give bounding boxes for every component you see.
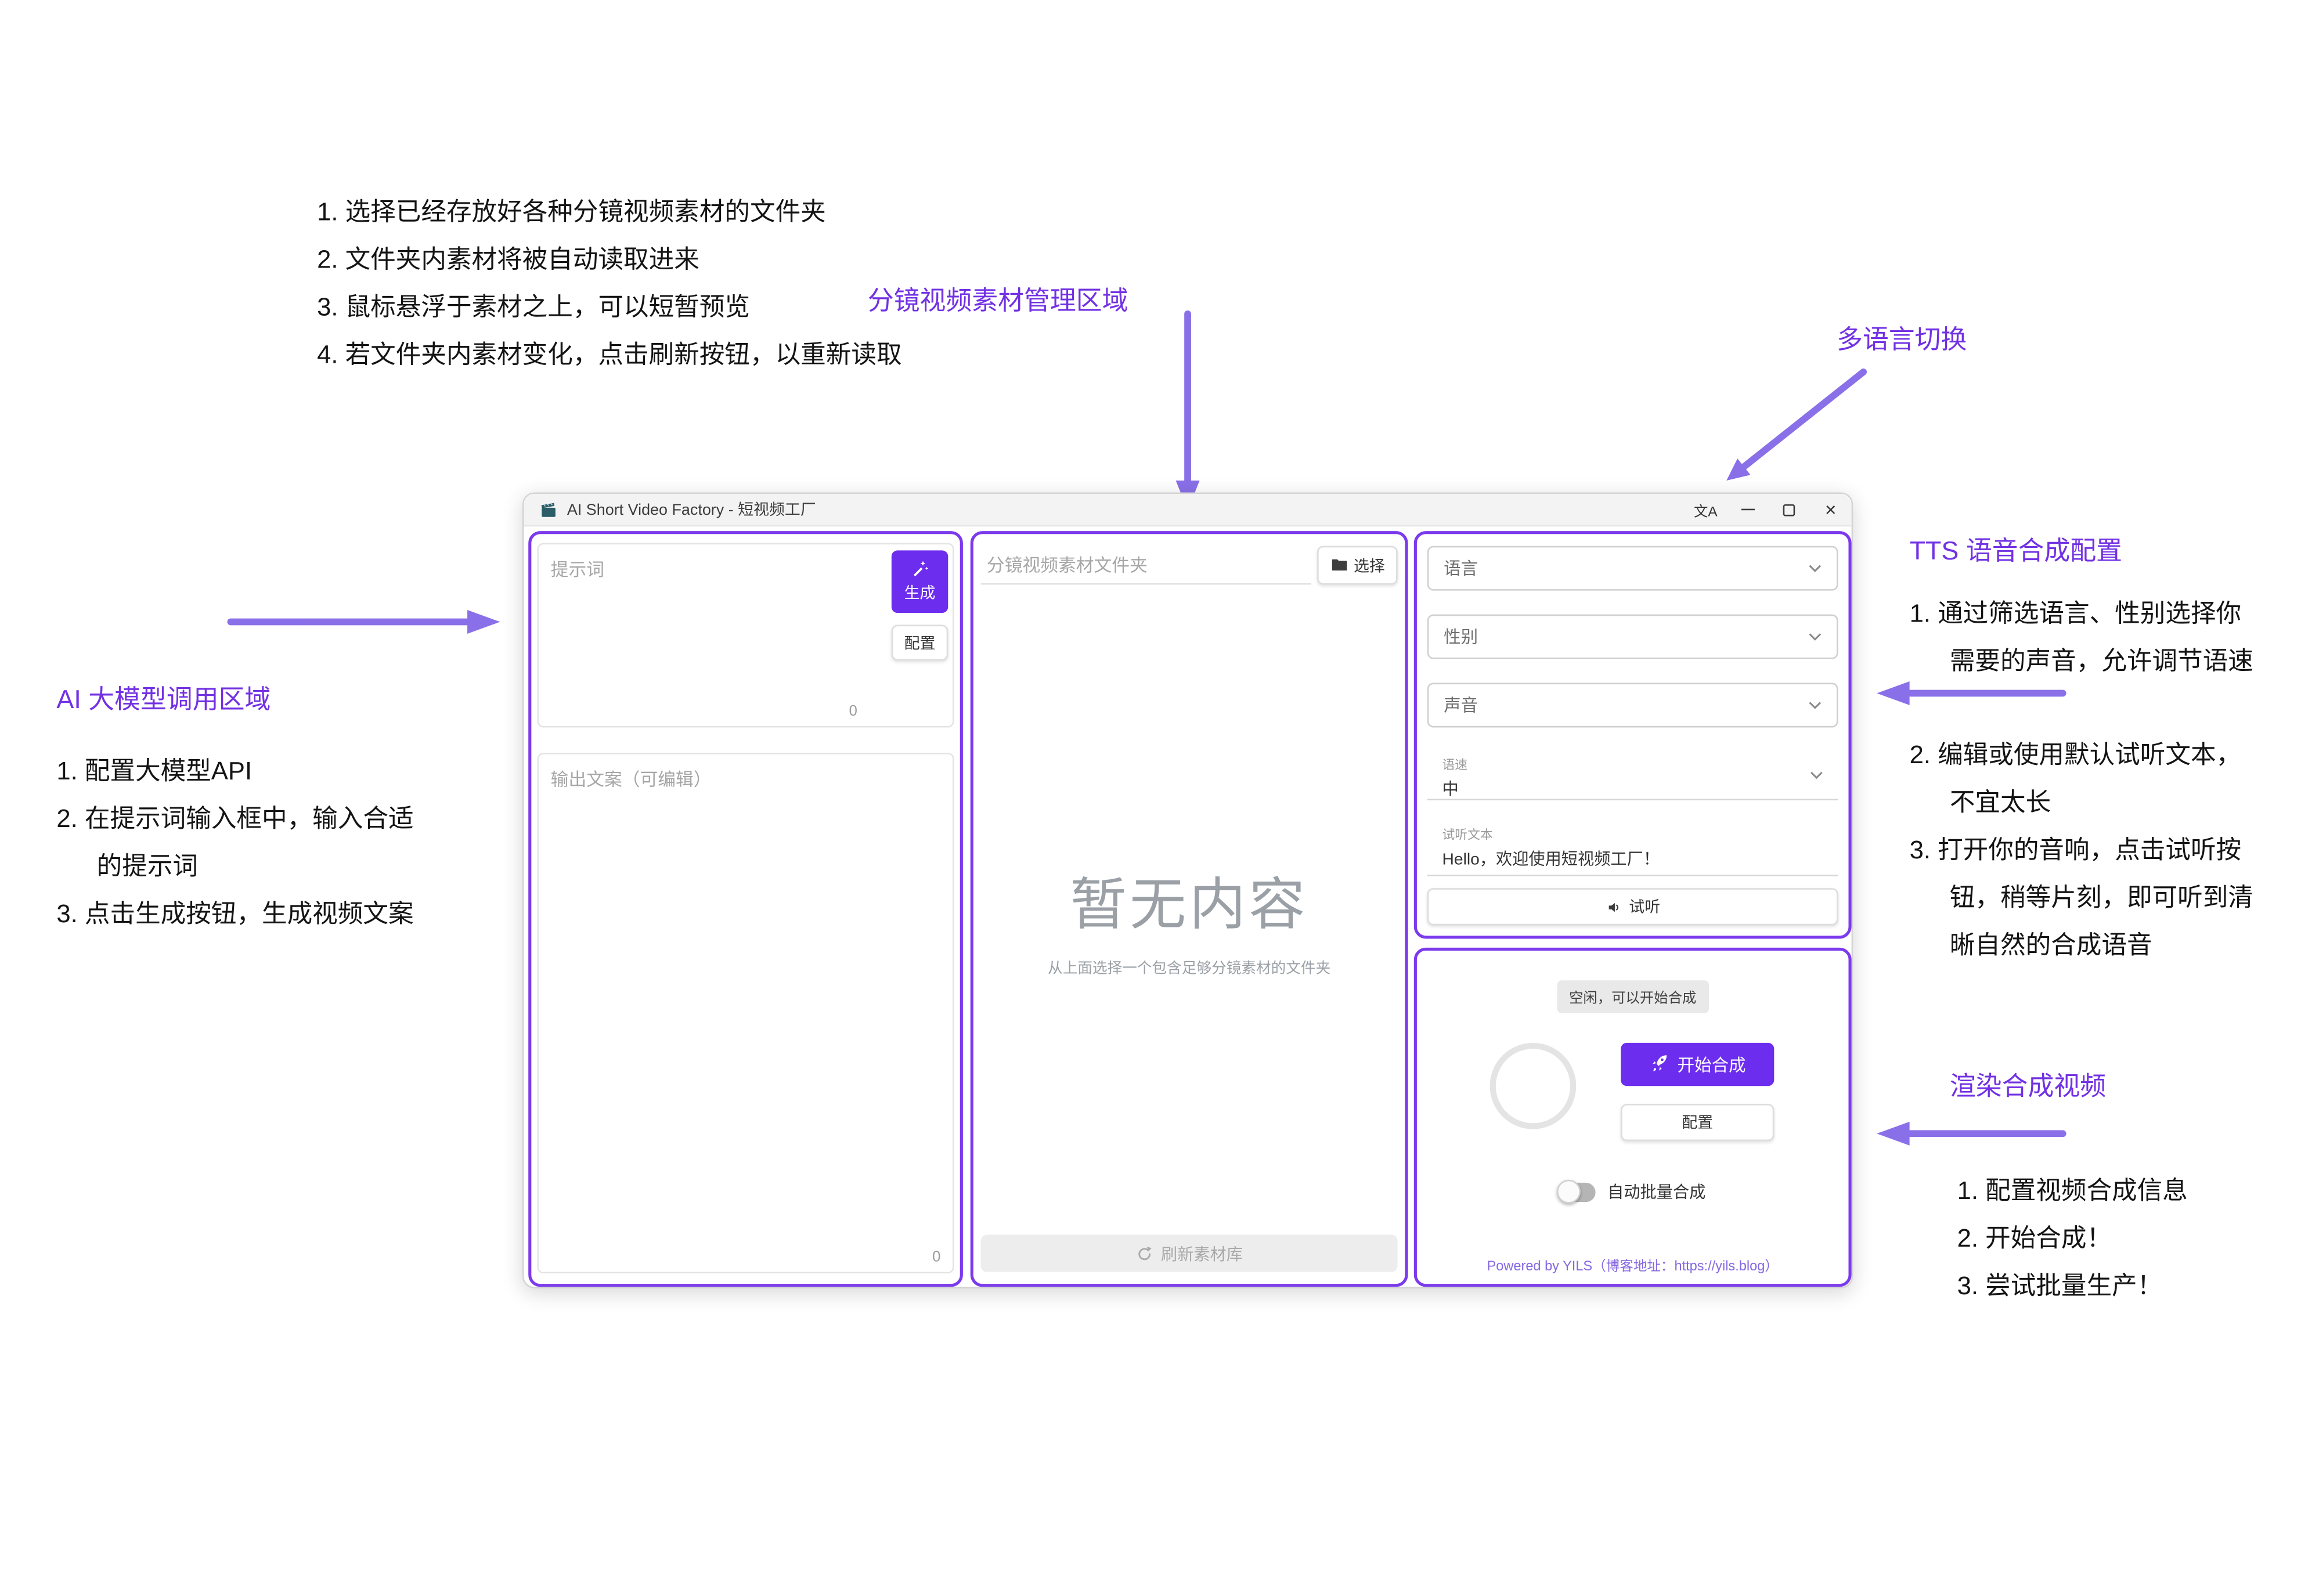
speed-label: 语速 bbox=[1442, 757, 1468, 772]
instruction-line: 2. 编辑或使用默认试听文本，不宜太长 bbox=[1909, 741, 2242, 817]
maximize-icon[interactable] bbox=[1768, 494, 1810, 525]
empty-state: 暂无内容 从上面选择一个包含足够分镜素材的文件夹 bbox=[973, 858, 1405, 977]
arrow-to-tts-panel-icon bbox=[1877, 681, 2066, 706]
gender-select[interactable]: 性别 bbox=[1427, 614, 1838, 659]
instruction-line: 1. 选择已经存放好各种分镜视频素材的文件夹 bbox=[317, 197, 826, 226]
powered-by-footer: Powered by YILS（博客地址：https://yils.blog） bbox=[1487, 1258, 1779, 1274]
generate-label: 生成 bbox=[904, 584, 936, 603]
chevron-down-icon bbox=[1810, 771, 1823, 778]
empty-state-subtitle: 从上面选择一个包含足够分镜素材的文件夹 bbox=[1048, 961, 1331, 978]
ai-instructions: 1. 配置大模型API 2. 在提示词输入框中，输入合适的提示词 3. 点击生成… bbox=[56, 748, 428, 938]
instruction-line: 3. 点击生成按钮，生成视频文案 bbox=[56, 900, 414, 929]
title-bar: AI Short Video Factory - 短视频工厂 文A × bbox=[524, 494, 1852, 527]
chevron-down-icon bbox=[1809, 702, 1822, 709]
arrow-to-ai-panel-icon bbox=[227, 609, 500, 634]
gender-select-label: 性别 bbox=[1444, 629, 1478, 648]
materials-instructions: 1. 选择已经存放好各种分镜视频素材的文件夹 2. 文件夹内素材将被自动读取进来… bbox=[317, 189, 1091, 380]
select-folder-button[interactable]: 选择 bbox=[1317, 546, 1398, 585]
select-folder-label: 选择 bbox=[1353, 557, 1385, 575]
folder-path-input[interactable] bbox=[980, 546, 1311, 585]
tts-instructions-part2: 2. 编辑或使用默认试听文本，不宜太长 3. 打开你的音响，点击试听按钮，稍等片… bbox=[1910, 732, 2255, 970]
llm-config-button[interactable]: 配置 bbox=[891, 624, 948, 661]
language-select-label: 语言 bbox=[1444, 561, 1478, 579]
chevron-down-icon bbox=[1809, 633, 1822, 641]
speed-select[interactable]: 语速 中 bbox=[1427, 750, 1838, 801]
multilang-label: 多语言切换 bbox=[1836, 324, 1967, 355]
instruction-line: 2. 文件夹内素材将被自动读取进来 bbox=[317, 245, 699, 274]
generate-button[interactable]: 生成 bbox=[891, 550, 948, 613]
sample-text-field[interactable]: 试听文本 Hello，欢迎使用短视频工厂！ bbox=[1427, 819, 1838, 876]
toggle-knob bbox=[1556, 1179, 1581, 1203]
instruction-line: 3. 打开你的音响，点击试听按钮，稍等片刻，即可听到清晰自然的合成语音 bbox=[1909, 836, 2253, 960]
output-section: 0 bbox=[537, 753, 954, 1274]
output-char-count: 0 bbox=[932, 1250, 941, 1266]
prompt-input[interactable] bbox=[539, 544, 885, 696]
prompt-section: 生成 配置 0 bbox=[537, 543, 954, 728]
ai-region-label: AI 大模型调用区域 bbox=[56, 684, 271, 714]
instruction-line: 1. 通过筛选语言、性别选择你需要的声音，允许调节语速 bbox=[1909, 600, 2253, 676]
render-config-button[interactable]: 配置 bbox=[1621, 1103, 1775, 1142]
render-instructions: 1. 配置视频合成信息 2. 开始合成！ 3. 尝试批量生产！ bbox=[1957, 1168, 2270, 1310]
sample-text-label: 试听文本 bbox=[1442, 827, 1493, 842]
arrow-to-materials-panel-icon bbox=[1175, 310, 1200, 511]
progress-ring bbox=[1489, 1042, 1577, 1129]
app-clapperboard-icon bbox=[539, 501, 558, 519]
arrow-to-translate-icon bbox=[1726, 368, 1867, 481]
window-title: AI Short Video Factory - 短视频工厂 bbox=[567, 501, 816, 519]
rocket-icon bbox=[1653, 1055, 1667, 1071]
materials-region-label: 分镜视频素材管理区域 bbox=[867, 286, 1128, 316]
folder-icon bbox=[1331, 559, 1347, 571]
tts-instructions-part1: 1. 通过筛选语言、性别选择你需要的声音，允许调节语速 bbox=[1910, 591, 2255, 686]
voice-select-label: 声音 bbox=[1444, 698, 1478, 716]
prompt-char-count: 0 bbox=[849, 703, 857, 720]
materials-region-highlight: 选择 暂无内容 从上面选择一个包含足够分镜素材的文件夹 刷新素材库 bbox=[970, 531, 1408, 1287]
listen-button[interactable]: 试听 bbox=[1427, 888, 1838, 926]
auto-batch-row: 自动批量合成 bbox=[1417, 1179, 1849, 1204]
tts-region-highlight: 语言 性别 声音 语速 中 试听文本 Hello，欢迎使用短视频工厂！ bbox=[1413, 531, 1852, 939]
status-badge: 空闲，可以开始合成 bbox=[1557, 980, 1708, 1013]
output-text-input[interactable] bbox=[539, 754, 953, 1245]
instruction-line: 1. 配置视频合成信息 bbox=[1957, 1176, 2188, 1205]
ai-region-highlight: 生成 配置 0 0 bbox=[528, 531, 963, 1287]
close-icon[interactable]: × bbox=[1824, 498, 1837, 521]
app-window: AI Short Video Factory - 短视频工厂 文A × 生成 bbox=[522, 492, 1853, 1288]
instruction-line: 3. 鼠标悬浮于素材之上，可以短暂预览 bbox=[317, 293, 751, 322]
translate-icon[interactable]: 文A bbox=[1694, 503, 1718, 520]
start-synthesis-button[interactable]: 开始合成 bbox=[1621, 1042, 1775, 1086]
speaker-icon bbox=[1608, 902, 1618, 912]
speed-value: 中 bbox=[1442, 781, 1459, 799]
auto-batch-label: 自动批量合成 bbox=[1607, 1184, 1706, 1203]
magic-wand-icon bbox=[913, 561, 928, 577]
instruction-line: 2. 在提示词输入框中，输入合适的提示词 bbox=[56, 804, 414, 881]
empty-state-title: 暂无内容 bbox=[1070, 875, 1308, 937]
arrow-to-render-panel-icon bbox=[1877, 1121, 2066, 1146]
tts-region-label: TTS 语音合成配置 bbox=[1909, 535, 2123, 566]
auto-batch-toggle[interactable] bbox=[1556, 1179, 1596, 1203]
voice-select[interactable]: 声音 bbox=[1427, 683, 1838, 728]
listen-label: 试听 bbox=[1629, 898, 1661, 916]
refresh-icon bbox=[1138, 1246, 1152, 1259]
sample-text-value: Hello，欢迎使用短视频工厂！ bbox=[1442, 851, 1660, 869]
chevron-down-icon bbox=[1809, 565, 1822, 572]
language-select[interactable]: 语言 bbox=[1427, 546, 1838, 591]
render-region-highlight: 空闲，可以开始合成 开始合成 配置 自动批量合成 Powered by YILS… bbox=[1413, 947, 1852, 1287]
instruction-line: 1. 配置大模型API bbox=[56, 757, 253, 786]
refresh-library-button[interactable]: 刷新素材库 bbox=[980, 1234, 1398, 1272]
instruction-line: 4. 若文件夹内素材变化，点击刷新按钮，以重新读取 bbox=[317, 340, 902, 369]
refresh-library-label: 刷新素材库 bbox=[1160, 1245, 1243, 1264]
window-controls: 文A × bbox=[1685, 494, 1851, 525]
start-synthesis-label: 开始合成 bbox=[1677, 1057, 1746, 1075]
minimize-icon[interactable] bbox=[1726, 494, 1768, 525]
instruction-line: 3. 尝试批量生产！ bbox=[1957, 1272, 2163, 1301]
instruction-line: 2. 开始合成！ bbox=[1957, 1224, 2112, 1253]
render-region-label: 渲染合成视频 bbox=[1949, 1071, 2107, 1101]
